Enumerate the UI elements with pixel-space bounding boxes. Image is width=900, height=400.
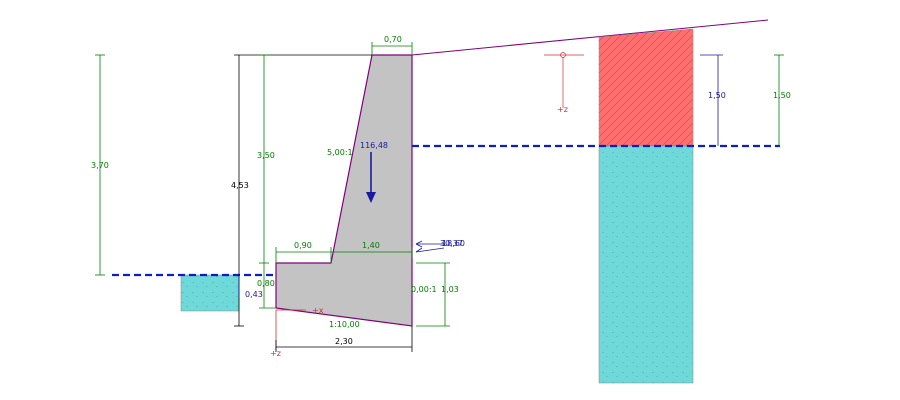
label-heel-right: 1,40	[362, 241, 380, 250]
terrain-slope-line	[411, 19, 769, 56]
label-axis-z-right: +z	[557, 105, 568, 114]
dim-top-width	[371, 42, 413, 55]
retaining-wall	[275, 54, 413, 327]
dim-height-left	[95, 54, 105, 276]
label-earth-force-b: 18,60	[442, 239, 465, 248]
dim-dry-depth-b	[774, 54, 784, 146]
label-back-slope: 0,00:1	[411, 285, 437, 294]
label-axis-x: +x	[312, 306, 324, 315]
label-toe-height: 0,80	[257, 279, 275, 288]
label-water-depth-left: 0,43	[245, 290, 263, 299]
label-wall-height: 4,53	[231, 181, 249, 190]
label-batter: 5,00:1	[327, 148, 353, 157]
dim-base-height	[416, 262, 450, 327]
soil-column-water	[598, 145, 694, 384]
label-height-left: 3,70	[91, 161, 109, 170]
label-top-width: 0,70	[384, 35, 402, 44]
dim-heel-widths	[275, 247, 413, 263]
label-dry-depth-a: 1,50	[708, 91, 726, 100]
label-base-height: 1,03	[441, 285, 459, 294]
soil-column-dry	[598, 28, 694, 147]
label-base-width: 2,30	[335, 337, 353, 346]
dim-base-width	[275, 326, 413, 352]
dim-toe-height	[259, 263, 276, 309]
local-axes	[275, 309, 306, 350]
earth-pressure-arrows	[415, 240, 445, 253]
depth-marker	[544, 52, 584, 108]
left-water-block	[180, 274, 240, 312]
weight-force-arrow	[366, 152, 376, 203]
label-earth-force-a: 30,37	[440, 239, 463, 248]
label-dry-depth-b: 1,50	[773, 91, 791, 100]
label-axis-z: +z	[270, 349, 281, 358]
label-heel-left: 0,90	[294, 241, 312, 250]
dim-dry-depth-a	[700, 54, 723, 146]
label-weight-force: 116,48	[360, 141, 388, 150]
label-stem-height: 3,50	[257, 151, 275, 160]
label-base-slope: 1:10,00	[329, 320, 360, 329]
